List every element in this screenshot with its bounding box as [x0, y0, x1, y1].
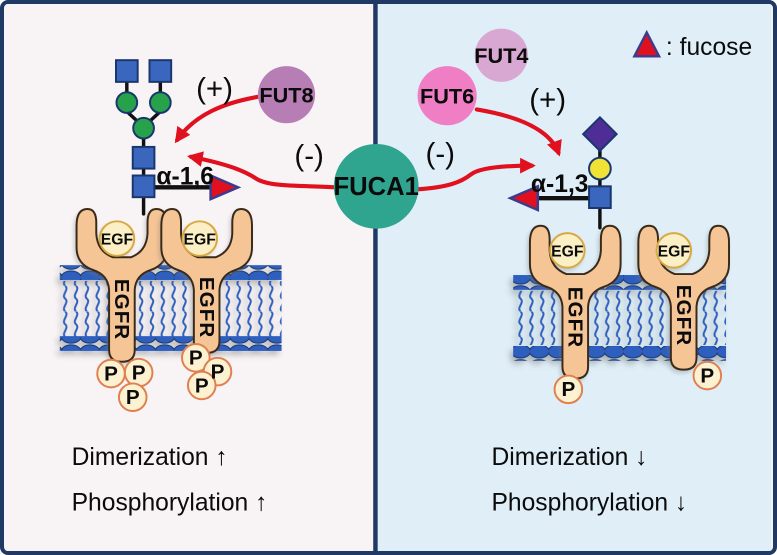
- egfr-receptor-right-2: EGF: [637, 224, 731, 371]
- fut6-enzyme-circle: [417, 66, 477, 126]
- minus-sign-left: (-): [294, 140, 324, 173]
- alpha-1-6-label: α-1,6: [156, 163, 214, 190]
- diagram-svg: EGF EGF EGFR EGFR EGF EGF EGFR EGFR P P …: [5, 4, 772, 551]
- fut8-activation-arrow: [174, 94, 261, 144]
- phospho-circle: [181, 343, 211, 373]
- fut8-enzyme-circle: [257, 66, 316, 124]
- fut8-label: FUT8: [259, 83, 313, 108]
- left-glycan: [114, 59, 242, 216]
- fuca1-enzyme-circle: [333, 143, 419, 229]
- glycan-links: [125, 79, 163, 216]
- p-label: P: [700, 364, 714, 387]
- phospho-group-right-2: P: [692, 360, 723, 391]
- egf-label: EGF: [101, 231, 134, 248]
- fut6-label: FUT6: [420, 84, 474, 109]
- phospho-group-right-1: P: [553, 374, 584, 405]
- egfr-receptor-left-2: EGF: [160, 208, 253, 354]
- fucose-triangle-icon: [209, 173, 242, 202]
- right-glycan: [507, 115, 619, 230]
- fuca1-inhibition-arrow-right: [415, 157, 536, 192]
- galactose-circle-icon: [588, 156, 612, 181]
- egfr-receptor-left-1: EGF: [75, 208, 169, 363]
- glcnac-square-icon: [131, 174, 156, 199]
- legend-fucose-triangle-icon: [632, 29, 662, 58]
- fut4-label: FUT4: [474, 43, 528, 68]
- egfr-label: EGFR: [563, 287, 586, 348]
- phosphorylation-caption-left: Phosphorylation ↑: [72, 490, 268, 517]
- phospho-circle: [553, 374, 584, 405]
- egf-ligand: [181, 220, 218, 257]
- phospho-circle: [117, 382, 148, 413]
- fut4-enzyme-circle: [474, 28, 528, 82]
- plus-sign-right: (+): [529, 83, 566, 116]
- legend-fucose-label: : fucose: [666, 34, 752, 61]
- p-label: P: [211, 361, 225, 384]
- legend: : fucose: [632, 29, 752, 61]
- glcnac-square-icon: [148, 59, 173, 83]
- glcnac-square-icon: [114, 59, 139, 83]
- p-label: P: [126, 386, 140, 409]
- panel-divider: [373, 4, 378, 551]
- p-label: P: [561, 378, 575, 401]
- glcnac-square-icon: [131, 145, 156, 170]
- phospho-group-left-1: P P P: [96, 357, 154, 413]
- egfr-label: EGFR: [672, 285, 695, 346]
- mannose-circle-icon: [132, 116, 155, 140]
- plus-sign-left: (+): [196, 73, 233, 106]
- dimerization-caption-left: Dimerization ↑: [72, 444, 228, 471]
- egf-ligand: [655, 232, 693, 269]
- sialic-acid-diamond-icon: [581, 115, 619, 153]
- fucose-triangle-icon: [507, 184, 540, 212]
- egf-label: EGF: [184, 231, 217, 248]
- phospho-group-left-2: P P P: [181, 343, 233, 401]
- lipid-heads-bottom: [59, 336, 282, 351]
- fut6-activation-arrow: [474, 107, 562, 157]
- mannose-circle-icon: [149, 91, 172, 114]
- fuca1-label: FUCA1: [333, 173, 418, 201]
- egf-ligand: [98, 220, 136, 257]
- glcnac-square-icon: [588, 185, 612, 210]
- left-membrane: [59, 265, 282, 351]
- p-label: P: [195, 374, 209, 397]
- egfr-label: EGFR: [195, 277, 218, 338]
- alpha-1-3-label: α-1,3: [531, 171, 589, 198]
- egfr-receptor-right-1: EGF: [528, 224, 622, 380]
- minus-sign-right: (-): [425, 138, 455, 171]
- lipid-tails: [59, 280, 282, 338]
- egfr-label: EGFR: [110, 279, 133, 340]
- p-label: P: [132, 362, 146, 385]
- egf-label: EGF: [658, 243, 691, 260]
- phospho-circle: [186, 370, 217, 401]
- phospho-circle: [692, 360, 723, 391]
- fuca1-inhibition-arrow-left: [187, 151, 337, 190]
- egf-label: EGF: [551, 243, 584, 260]
- p-label: P: [189, 347, 203, 370]
- p-label: P: [104, 362, 118, 385]
- phosphorylation-caption-right: Phosphorylation ↓: [491, 490, 687, 517]
- dimerization-caption-right: Dimerization ↓: [491, 444, 647, 471]
- egf-ligand: [549, 232, 586, 269]
- mannose-circle-icon: [115, 91, 139, 114]
- regulation-arrows: [174, 94, 562, 192]
